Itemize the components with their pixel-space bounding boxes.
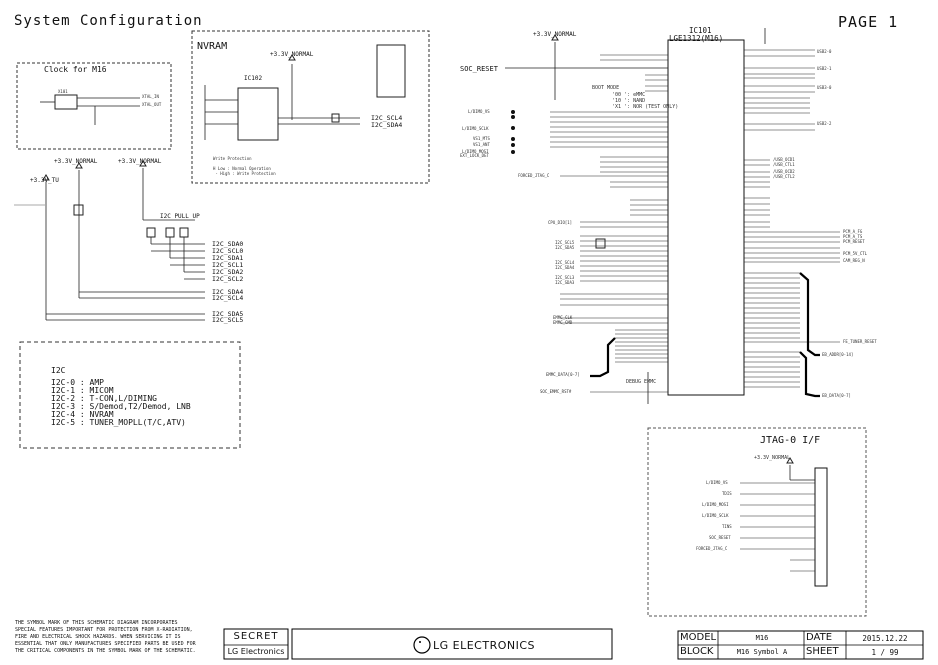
emmc-rst-net: SOC_EMMC_RST#: [540, 389, 572, 394]
jtag-signal: FORCED_JTAG_C: [696, 546, 728, 551]
soc-right-pin: PCM_A_FG: [843, 229, 863, 234]
net-i2c-scl2: I2C_SCL2: [212, 275, 244, 283]
soc-left-pin: L/DIMO_VS: [468, 109, 490, 114]
soc-right-pin: PCM_5V_CTL: [843, 251, 868, 256]
block-value: M16 Symbol A: [736, 648, 788, 656]
date-value: 2015.12.22: [862, 634, 908, 643]
bus-label: EB_DATA[0-7]: [822, 393, 851, 398]
i2c-line: I2C-2 : T-CON,L/DIMING: [51, 394, 157, 403]
soc-left-pin: VS1_ANT: [473, 142, 490, 147]
net-i2c-sda4: I2C_SDA4: [212, 288, 244, 296]
soc-left-pin: I2C_SCL5: [555, 240, 575, 245]
soc-right-pin: /USB_OCD2: [773, 169, 795, 174]
page-title: System Configuration: [14, 13, 203, 29]
xtal-in-net: XTAL_IN: [142, 94, 159, 99]
lg-logo-text: LG ELECTRONICS: [433, 639, 536, 652]
soc-reset-net: SOC_RESET: [460, 65, 498, 73]
soc-left-pin: CPU_DIO[1]: [548, 220, 573, 225]
nvram-supply: +3.3V_NORMAL: [270, 51, 314, 58]
nvram-ic-ref: IC102: [244, 75, 263, 82]
soc-left-pin: I2C_SDA5: [555, 245, 575, 250]
i2c-line: I2C-1 : MICOM: [51, 386, 114, 395]
soc-left-pin: VS1_MTS: [473, 136, 490, 141]
boot-mode-label: BOOT MODE: [592, 85, 620, 91]
i2c-pullup-label: I2C PULL UP: [160, 213, 200, 220]
soc-left-pin: I2C_SDA3: [555, 280, 575, 285]
clock-ref: X101: [58, 89, 68, 94]
nvram-scl4-net: I2C_SCL4: [371, 114, 403, 122]
boot-mode-line: '10 ': NAND: [612, 98, 646, 104]
net-i2c-scl5: I2C_SCL5: [212, 316, 244, 324]
usb-label: USB2-0: [817, 49, 832, 54]
secret-label: SECRET: [233, 631, 279, 642]
soc-left-pin: L/DIMO_SCLK: [462, 126, 489, 131]
supply-3v3-normal-a: +3.3V_NORMAL: [54, 158, 98, 165]
soc-left-pin: EMMC_CMD: [553, 320, 573, 325]
bus-label: EB_ADDR[0-14]: [822, 352, 854, 357]
net-i2c-sda2: I2C_SDA2: [212, 268, 244, 276]
jtag-signal: TDIS: [722, 491, 732, 496]
soc-right-pin: /USB_OCD1: [773, 157, 795, 162]
clock-title: Clock for M16: [44, 65, 107, 74]
jtag-signal: TINS: [722, 524, 732, 529]
date-label: DATE: [806, 632, 833, 643]
soc-supply: +3.3V_NORMAL: [533, 31, 577, 38]
jtag-supply: +3.3V_NORMAL: [754, 455, 791, 461]
i2c-line: I2C-4 : NVRAM: [51, 410, 114, 419]
net-i2c-sda0: I2C_SDA0: [212, 240, 244, 248]
net-i2c-scl4: I2C_SCL4: [212, 294, 244, 302]
emmc-bus-label: EMMC_DATA[0-7]: [546, 372, 580, 377]
supply-3v3-normal-b: +3.3V_NORMAL: [118, 158, 162, 165]
net-i2c-sda1: I2C_SDA1: [212, 254, 244, 262]
soc-right-pin: CAM_REG_N: [843, 258, 865, 263]
model-label: MODEL: [680, 632, 717, 643]
boot-mode-line: 'X1 ': NOR (TEST ONLY): [612, 104, 679, 110]
jtag-signal: SOC_RESET: [709, 535, 731, 540]
sheet-value: 1 / 99: [871, 648, 899, 657]
i2c-line: I2C-0 : AMP: [51, 378, 104, 387]
jtag-signal: L/DIMO_VS: [706, 480, 728, 485]
soc-right-pin: PCM_A_TS: [843, 234, 863, 239]
nvram-title: NVRAM: [197, 41, 228, 52]
nvram-notes: Write Protection H Low : Normal Operatio…: [213, 156, 276, 176]
supply-3v3-tu: +3.3V_TU: [30, 177, 59, 184]
debug-label: DEBUG EMMC: [626, 379, 657, 385]
usb-label: USB2-1: [817, 66, 832, 71]
xtal-out-net: XTAL_OUT: [142, 102, 162, 107]
sheet-label: SHEET: [806, 646, 839, 657]
soc-left-pin: EXT_LOCK_DET: [460, 153, 489, 158]
i2c-line: I2C-5 : TUNER_MOPLL(T/C,ATV): [51, 418, 186, 427]
soc-left-pin: L/DIMO_MOSI: [462, 149, 489, 154]
soc-left-pin: I2C_SCL4: [555, 260, 575, 265]
net-i2c-scl0: I2C_SCL0: [212, 247, 244, 255]
soc-left-pin: I2C_SDA4: [555, 265, 575, 270]
soc-right-pin: /USB_CTL2: [773, 174, 795, 179]
soc-left-pin: EMMC_CLK: [553, 315, 573, 320]
soc-left-pin: FORCED_JTAG_C: [518, 173, 550, 178]
safety-note: THE SYMBOL MARK OF THIS SCHEMATIC DIAGRA…: [15, 620, 196, 654]
usb-label: USB2-2: [817, 121, 832, 126]
soc-part: LGE1312(M16): [669, 34, 724, 43]
net-i2c-sda5: I2C_SDA5: [212, 310, 244, 318]
usb-label: USB3-0: [817, 85, 832, 90]
nvram-sda4-net: I2C_SDA4: [371, 121, 403, 129]
net-i2c-scl1: I2C_SCL1: [212, 261, 244, 269]
soc-right-pin: /USB_CTL1: [773, 162, 795, 167]
i2c-box-title: I2C: [51, 366, 66, 375]
jtag-title: JTAG-0 I/F: [760, 435, 821, 446]
soc-left-pin: I2C_SCL3: [555, 275, 575, 280]
block-label: BLOCK: [680, 646, 714, 657]
tuner-reset-net: FE_TUNER_RESET: [843, 339, 877, 344]
jtag-signal: L/DIMO_MOSI: [702, 502, 729, 507]
boot-mode-line: '00 ': eMMC: [612, 92, 646, 98]
secret-brand: LG Electronics: [227, 647, 285, 656]
i2c-line: I2C-3 : S/Demod,T2/Demod, LNB: [51, 402, 191, 411]
jtag-signal: L/DIMO_SCLK: [702, 513, 729, 518]
soc-right-pin: PCM_RESET: [843, 239, 865, 244]
soc-ref: IC101: [689, 26, 712, 35]
model-value: M16: [755, 634, 769, 642]
page-number: PAGE 1: [838, 13, 899, 31]
